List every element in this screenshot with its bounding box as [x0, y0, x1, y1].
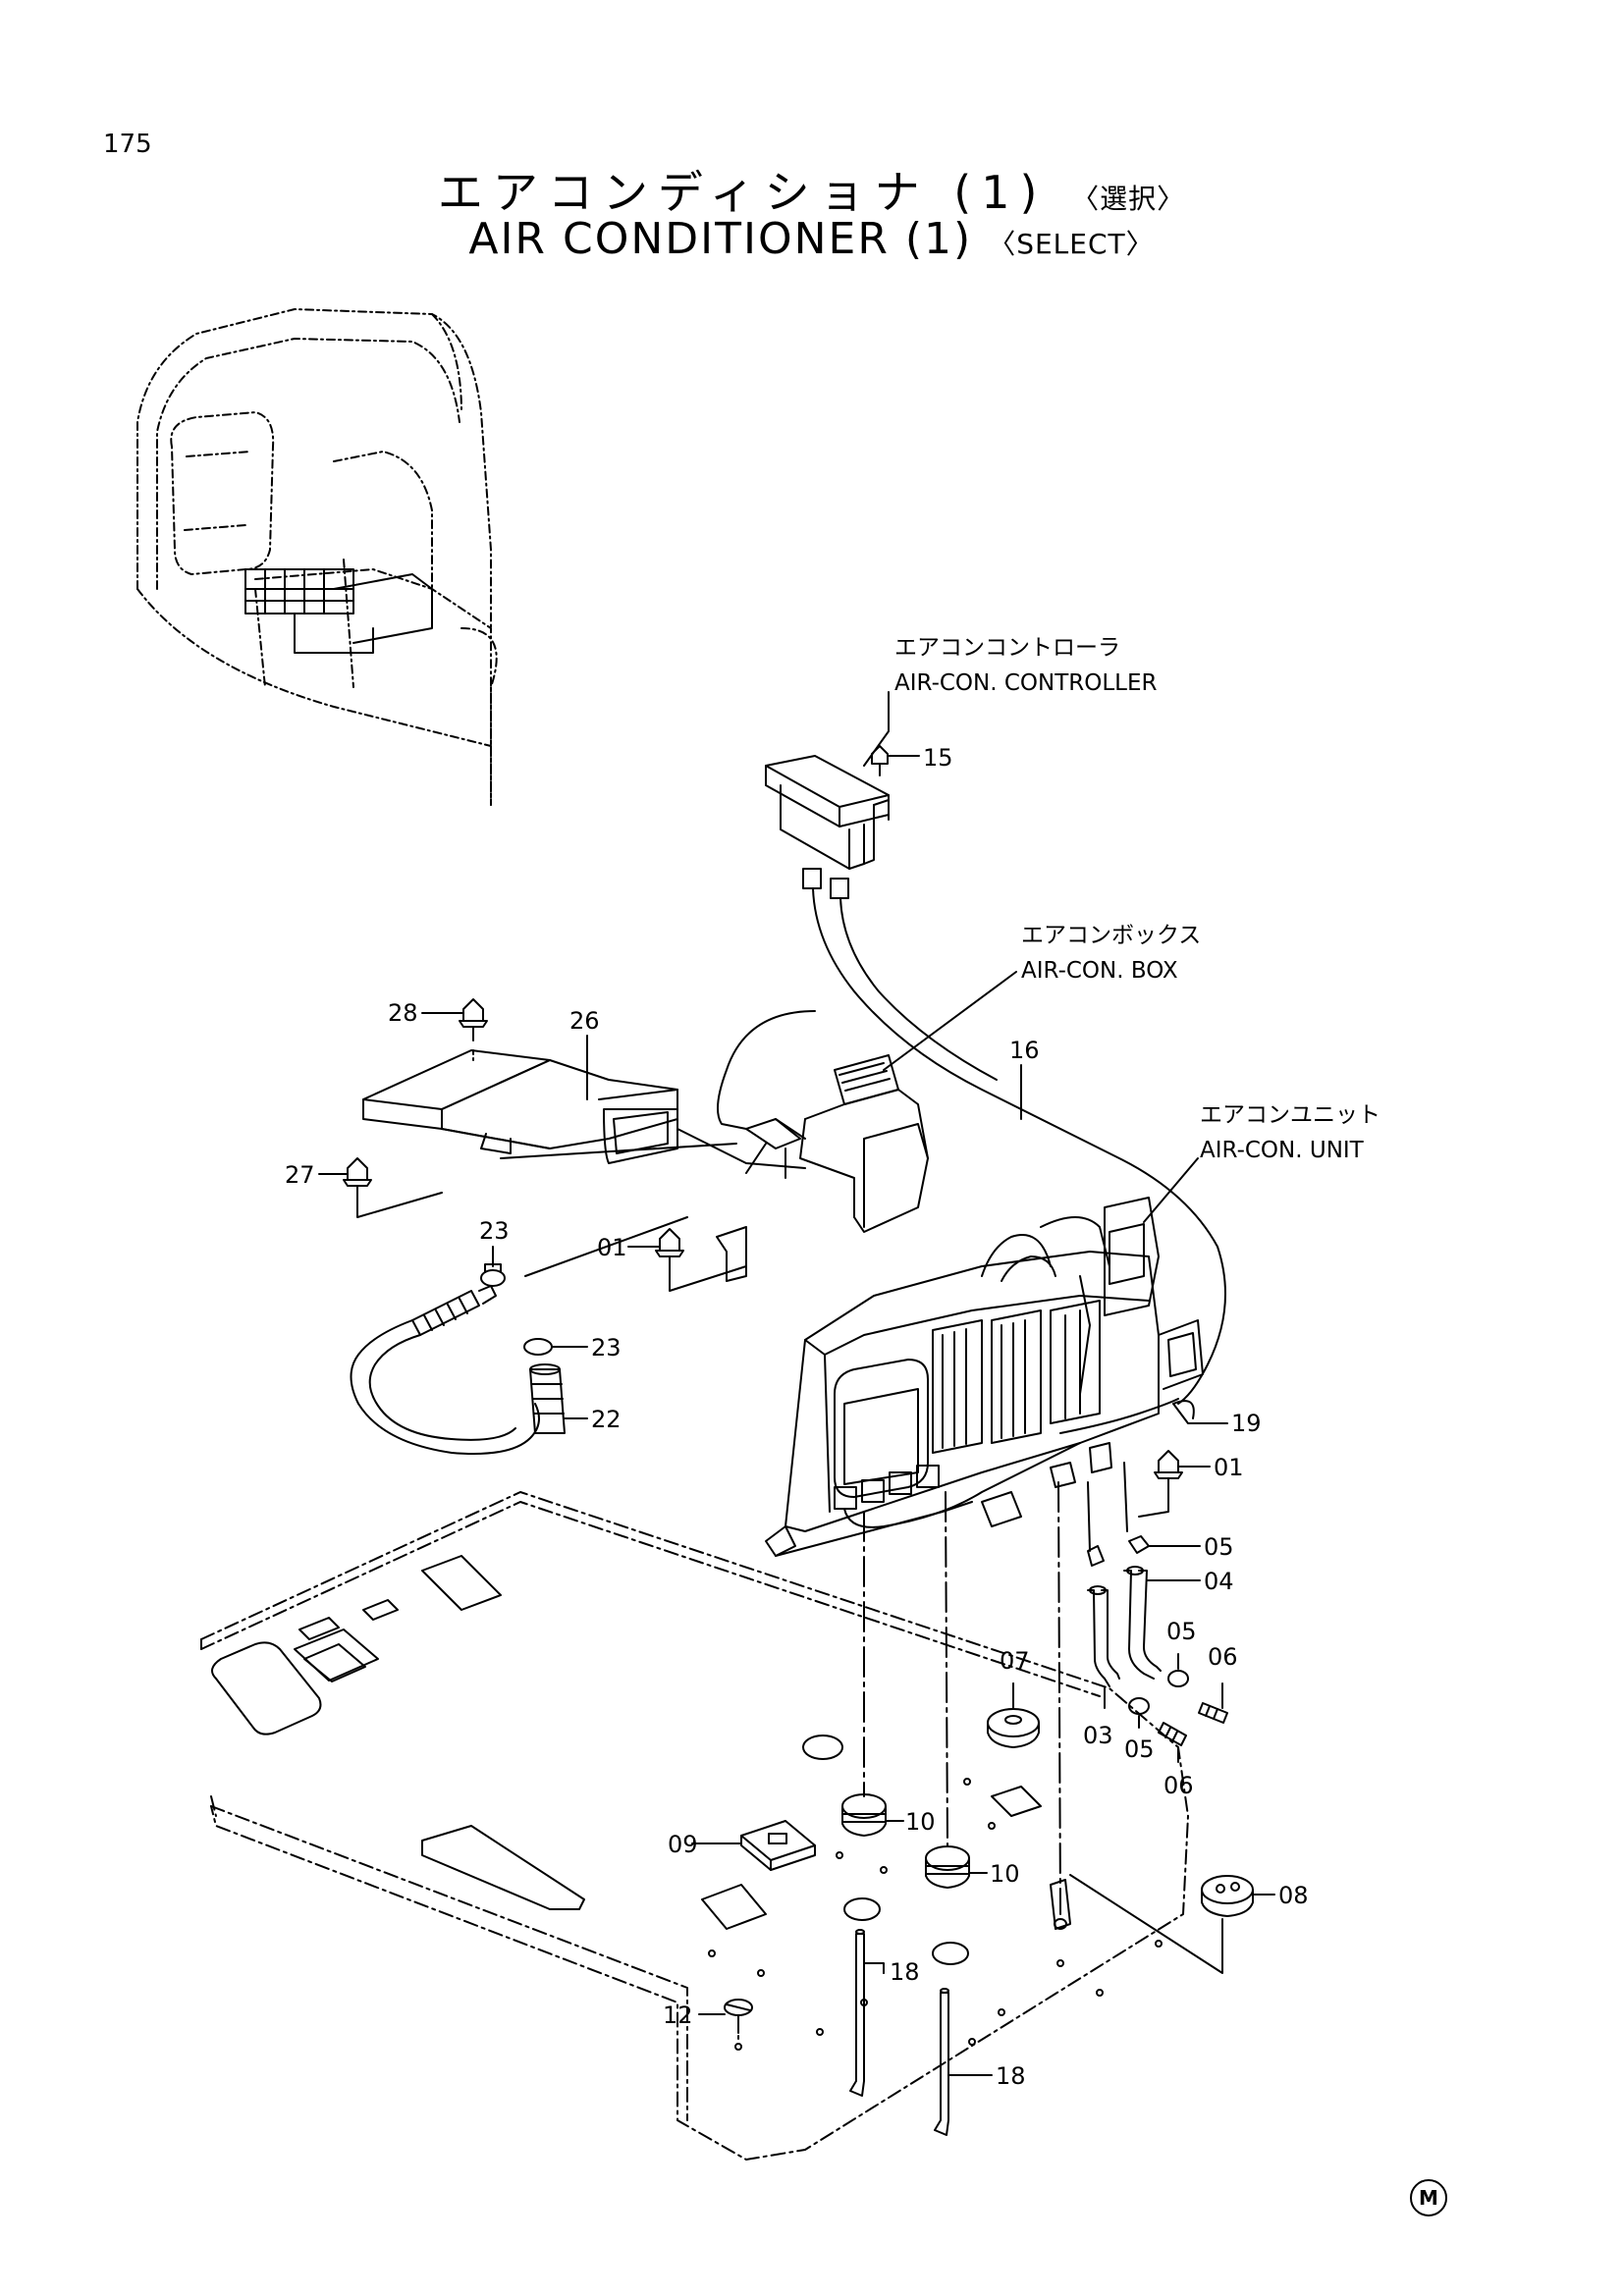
manual-mark-icon: M	[1410, 2179, 1447, 2216]
label-18b: 18	[996, 2062, 1026, 2090]
drain-hose-22	[350, 1319, 540, 1455]
label-01a: 01	[597, 1234, 627, 1261]
controller-connectors	[802, 868, 849, 899]
label-28: 28	[388, 999, 418, 1027]
label-07: 07	[1000, 1647, 1030, 1675]
label-22: 22	[591, 1406, 622, 1433]
unit-label-jp: エアコンユニット	[1200, 1102, 1380, 1128]
bolt-28	[421, 998, 488, 1061]
leader-controller	[863, 691, 890, 767]
label-16: 16	[1009, 1037, 1040, 1064]
label-05a: 05	[1204, 1533, 1234, 1561]
unit-to-plate-leaders	[863, 1481, 1223, 1915]
label-12: 12	[663, 2002, 693, 2029]
bolt-01-left	[627, 1228, 747, 1292]
harness-cable	[812, 887, 1226, 1405]
box-cable	[717, 1010, 816, 1130]
label-10b: 10	[990, 1860, 1020, 1888]
label-05c: 05	[1124, 1735, 1155, 1763]
label-04: 04	[1204, 1568, 1234, 1595]
grommet-10a	[841, 1793, 904, 1837]
mount-brackets	[981, 1442, 1112, 1527]
air-con-unit	[765, 1197, 1204, 1557]
leader-unit	[1143, 1157, 1199, 1223]
bracket-left	[716, 1226, 747, 1282]
box-label-jp: エアコンボックス	[1021, 923, 1201, 948]
leader-box	[883, 971, 1017, 1071]
fitting-22	[529, 1363, 566, 1434]
label-15: 15	[923, 744, 953, 772]
screw-15	[871, 745, 920, 776]
drain-tube-03	[1087, 1585, 1120, 1709]
stud-18a	[849, 1929, 885, 2097]
leader-tube-01	[1087, 1481, 1091, 1552]
duct-leader-2	[500, 1143, 737, 1159]
label-10a: 10	[905, 1808, 936, 1836]
leader-08	[1069, 1874, 1223, 1974]
air-con-box	[745, 1054, 929, 1233]
label-05b: 05	[1166, 1618, 1197, 1645]
leader-tube-02	[1123, 1462, 1128, 1532]
label-06a: 06	[1208, 1643, 1238, 1671]
label-06b: 06	[1163, 1772, 1194, 1799]
grommet-08	[1201, 1875, 1275, 1917]
label-09: 09	[668, 1831, 698, 1858]
clamp-23b	[523, 1338, 566, 1356]
cable-19	[1172, 1400, 1195, 1419]
label-08: 08	[1278, 1882, 1309, 1909]
clamp-23a	[480, 1263, 506, 1287]
page-title-en: AIR CONDITIONER (1) 〈SELECT〉	[0, 214, 1623, 264]
clip-05a	[1128, 1535, 1201, 1554]
callout-labels: エアコンコントローラ AIR-CON. CONTROLLER エアコンボックス …	[894, 635, 1380, 1163]
clamp-05b	[1167, 1653, 1189, 1687]
label-01b: 01	[1214, 1454, 1244, 1481]
controller-label-en: AIR-CON. CONTROLLER	[894, 670, 1158, 696]
drain-tube-04	[1123, 1566, 1201, 1680]
title-jp-select: 〈選択〉	[1071, 183, 1186, 215]
unit-label-en: AIR-CON. UNIT	[1200, 1138, 1365, 1163]
leader-19	[1172, 1403, 1228, 1424]
unit-piping	[981, 1216, 1110, 1395]
cab-ac-unit-detail	[244, 568, 433, 654]
duct-26	[362, 1049, 678, 1164]
floor-plate	[200, 1491, 1189, 2161]
label-23b: 23	[591, 1334, 622, 1362]
bolt-27	[318, 1157, 443, 1218]
harness-cable-inner	[839, 897, 998, 1081]
stud-18b	[934, 1988, 993, 2136]
page-number: 175	[103, 130, 152, 159]
pad-09	[698, 1820, 816, 1871]
leader-hose	[524, 1216, 688, 1277]
page-title-jp: エアコンディショナ (1) 〈選択〉	[0, 157, 1623, 222]
label-27: 27	[285, 1161, 315, 1189]
label-23a: 23	[479, 1217, 510, 1245]
title-en-select: 〈SELECT〉	[988, 228, 1155, 260]
controller-label-jp: エアコンコントローラ	[894, 635, 1120, 661]
label-03: 03	[1083, 1722, 1113, 1749]
unit-wiring-connectors	[834, 1398, 1179, 1528]
drain-hose-22-inner	[368, 1334, 516, 1441]
fitting-hose-upper	[411, 1285, 497, 1336]
title-jp-text: エアコンディショナ (1)	[437, 166, 1048, 219]
floor-plate-cutouts	[211, 1555, 1163, 2046]
cab-overview-illustration	[136, 308, 498, 806]
screw-12	[698, 1999, 753, 2051]
label-26: 26	[569, 1007, 600, 1035]
duct-leader	[676, 1128, 806, 1169]
air-con-controller	[765, 755, 890, 870]
label-19: 19	[1231, 1410, 1262, 1437]
part-number-labels: 15 28 26 16 27 23 01 23 22 19 01 05 04 0…	[285, 744, 1309, 2090]
clip-05-upper-left	[1087, 1545, 1105, 1567]
box-label-en: AIR-CON. BOX	[1021, 958, 1178, 984]
title-en-text: AIR CONDITIONER (1)	[468, 214, 973, 264]
label-18a: 18	[890, 1958, 920, 1986]
grommet-10b	[925, 1845, 988, 1889]
bolt-01-right	[1138, 1450, 1211, 1518]
